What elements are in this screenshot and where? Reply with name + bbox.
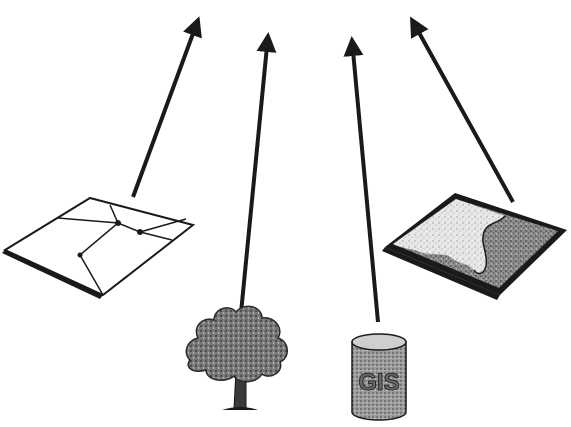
tree-icon <box>186 306 287 410</box>
arrow-tree <box>241 36 268 313</box>
arrow-raster-map <box>412 20 513 202</box>
raster-map-icon <box>382 193 567 300</box>
parcel-map-icon <box>2 198 193 299</box>
arrow-database <box>352 40 378 322</box>
database-label: GIS <box>358 369 399 396</box>
arrow-parcel-map <box>133 20 198 197</box>
database-cylinder-icon: GIS <box>352 334 406 420</box>
